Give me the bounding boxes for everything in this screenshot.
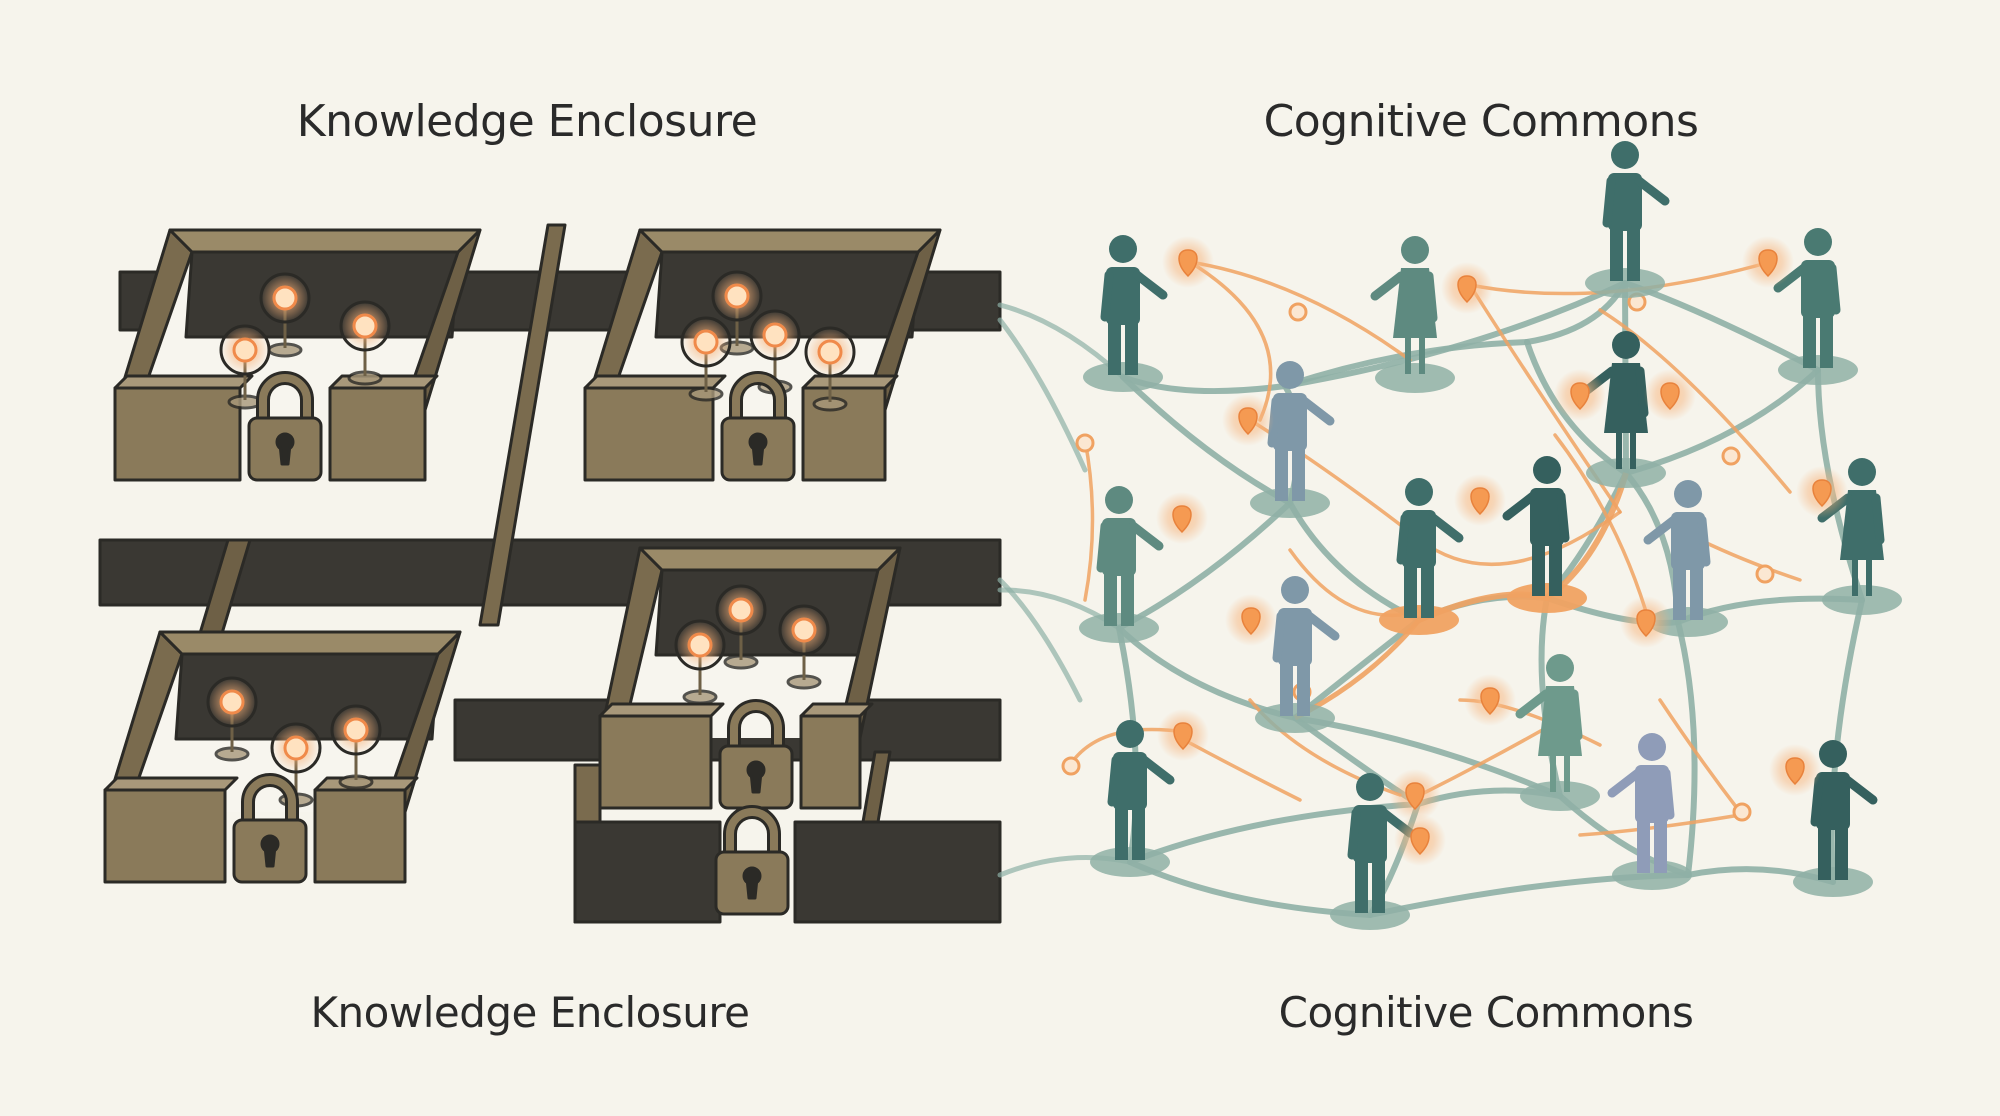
lightbulb-icon — [1554, 369, 1606, 421]
lightbulb-icon — [804, 326, 856, 412]
lightbulb-icon — [1464, 674, 1516, 726]
person-icon — [1379, 478, 1464, 635]
lightbulb-icon — [1644, 369, 1696, 421]
commons-knowledge-bulbs — [1156, 236, 1848, 866]
person-icon — [1793, 740, 1878, 897]
person-icon — [1370, 236, 1455, 393]
padlock-icon — [232, 773, 308, 884]
network-link — [1120, 374, 1293, 506]
lightbulb-icon — [1156, 492, 1208, 544]
knowledge-flow — [1188, 260, 1412, 362]
knowledge-flow — [1188, 260, 1273, 422]
knowledge-flow — [1418, 510, 1622, 566]
lightbulb-icon — [1394, 814, 1446, 866]
lightbulb-icon — [1441, 262, 1493, 314]
knowledge-flow — [1083, 438, 1095, 602]
lightbulb-icon — [339, 300, 391, 386]
person-icon — [1330, 773, 1415, 930]
lightbulb-icon — [1454, 474, 1506, 526]
person-icon — [1607, 733, 1692, 890]
network-link — [1127, 859, 1373, 918]
lightbulb-icon — [1222, 394, 1274, 446]
padlock-icon — [720, 371, 796, 482]
lightbulb-icon — [715, 584, 767, 670]
cognitive-commons-caption: Cognitive Commons — [1278, 988, 1694, 1037]
person-icon — [1083, 235, 1168, 392]
enclosure-box — [103, 630, 462, 884]
lightbulb-icon — [1225, 594, 1277, 646]
lightbulb-icon — [330, 704, 382, 790]
network-link — [1282, 280, 1628, 389]
enclosure-boxes — [103, 228, 1002, 924]
person-icon — [1090, 720, 1175, 877]
lightbulb-icon — [778, 604, 830, 690]
cognitive-commons-title: Cognitive Commons — [1263, 96, 1699, 147]
person-icon — [1515, 654, 1600, 811]
person-icon — [1585, 141, 1670, 298]
person-icon — [1502, 456, 1587, 613]
network-link — [1292, 617, 1422, 721]
flow-node — [1732, 802, 1752, 822]
network-link — [1116, 625, 1298, 721]
lightbulb-icon — [674, 619, 726, 705]
lightbulb-icon — [1796, 466, 1848, 518]
enclosure-box — [598, 546, 902, 810]
lightbulb-icon — [1620, 596, 1672, 648]
flow-node — [1075, 433, 1095, 453]
lightbulb-icon — [219, 324, 271, 410]
bridge-link — [997, 317, 1088, 473]
flow-node — [1721, 446, 1741, 466]
person-icon — [1250, 361, 1335, 518]
lightbulb-icon — [1389, 769, 1441, 821]
knowledge-flow — [1658, 698, 1742, 814]
person-icon — [1773, 228, 1858, 385]
lightbulb-icon — [1769, 744, 1821, 796]
lightbulb-icon — [259, 272, 311, 358]
padlock-icon — [247, 371, 323, 482]
lightbulb-icon — [680, 316, 732, 402]
knowledge-flow — [1186, 740, 1302, 802]
flow-node — [1061, 756, 1081, 776]
bridge-link — [997, 577, 1083, 703]
network-link — [1622, 280, 1821, 373]
knowledge-enclosure-caption: Knowledge Enclosure — [310, 988, 750, 1037]
network-link — [1675, 619, 1698, 878]
enclosure-box — [583, 228, 942, 482]
lightbulb-icon — [1742, 236, 1794, 288]
knowledge-enclosure-title: Knowledge Enclosure — [296, 96, 758, 147]
padlock-icon — [714, 805, 790, 916]
enclosure-box — [113, 228, 482, 482]
flow-node — [1755, 564, 1775, 584]
flow-node — [1288, 302, 1308, 322]
lightbulb-icon — [749, 309, 801, 395]
person-icon — [1079, 486, 1164, 643]
person-icon — [1255, 576, 1340, 733]
enclosure-box — [573, 750, 1002, 924]
lightbulb-icon — [1157, 709, 1209, 761]
lightbulb-icon — [206, 676, 258, 762]
lightbulb-icon — [1162, 236, 1214, 288]
